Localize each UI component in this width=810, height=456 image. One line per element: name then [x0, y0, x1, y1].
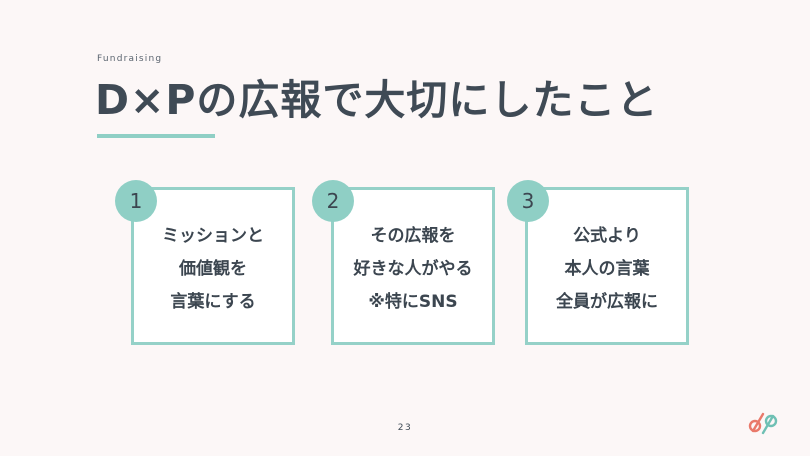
card-2-line-1: その広報を	[370, 225, 456, 246]
card-3-text: 公式より 本人の言葉 全員が広報に	[556, 214, 658, 319]
card-2-text: その広報を 好きな人がやる ※特にSNS	[354, 214, 473, 319]
title-underline	[97, 134, 215, 138]
card-3-line-1: 公式より	[573, 225, 641, 246]
page-title: D×Pの広報で大切にしたこと	[95, 76, 659, 124]
card-1-line-1: ミッションと	[162, 225, 264, 246]
eyebrow-label: Fundraising	[97, 54, 163, 64]
card-1-number-badge: 1	[115, 180, 157, 222]
card-2-line-2: 好きな人がやる	[353, 258, 473, 279]
card-2-number-badge: 2	[312, 180, 354, 222]
card-2-line-3: ※特にSNS	[368, 291, 458, 312]
card-3-number-badge: 3	[507, 180, 549, 222]
card-1: ミッションと 価値観を 言葉にする	[131, 187, 295, 345]
logo-loop-red	[748, 419, 762, 433]
page-number: 23	[397, 423, 413, 433]
dp-logo-icon	[748, 412, 778, 435]
card-1-line-3: 言葉にする	[170, 291, 256, 312]
card-3: 公式より 本人の言葉 全員が広報に	[525, 187, 689, 345]
logo-loop-teal	[764, 414, 778, 428]
card-3-line-2: 本人の言葉	[564, 258, 650, 279]
card-3-line-3: 全員が広報に	[556, 291, 658, 312]
card-2: その広報を 好きな人がやる ※特にSNS	[331, 187, 495, 345]
card-1-line-2: 価値観を	[179, 258, 247, 279]
card-1-text: ミッションと 価値観を 言葉にする	[162, 214, 264, 319]
